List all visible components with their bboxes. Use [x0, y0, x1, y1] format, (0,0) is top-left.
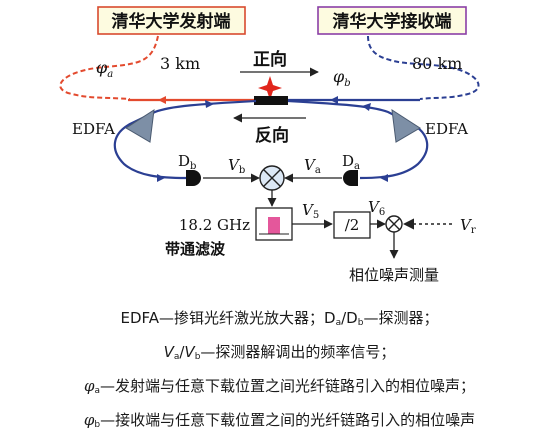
download-point-star-icon [258, 76, 282, 100]
filter-label: 带通滤波 [165, 240, 226, 258]
phi-b-length: 80 km [412, 54, 462, 73]
caption-line-4: φb—接收端与任意下载位置之间的光纤链路引入的相位噪声 [83, 411, 476, 430]
fiber-link-diagram: 清华大学发射端 清华大学接收端 φa 3 km φb 80 km 正向 反向 E… [59, 6, 480, 284]
vb-label: Vb [228, 156, 245, 176]
backward-label: 反向 [255, 125, 289, 146]
phase-mixer-icon [385, 215, 403, 233]
detector-b-icon [186, 170, 201, 186]
sender-label: 清华大学发射端 [112, 11, 231, 32]
forward-label: 正向 [253, 49, 287, 70]
arrow-right-loop-bottom [380, 174, 388, 182]
divider-box [333, 211, 371, 239]
detector-b-label: Db [178, 152, 196, 172]
fiber-spool-b [367, 35, 480, 100]
bandpass-filter [255, 207, 293, 241]
divider-label: /2 [345, 216, 360, 234]
sender-box: 清华大学发射端 [97, 6, 246, 35]
phase-noise-label: 相位噪声测量 [349, 266, 439, 284]
detector-a-icon [343, 170, 358, 186]
vr-label: Vr [460, 216, 476, 236]
fiber-right-loop [287, 99, 429, 180]
filter-frequency: 18.2 GHz [179, 216, 250, 234]
caption-line-3: φa—发射端与任意下载位置之间光纤链路引入的相位噪声； [83, 377, 476, 396]
arrow-right-loop [362, 103, 371, 111]
arrow-left-loop [205, 100, 214, 108]
caption-line-2: Va/Vb—探测器解调出的频率信号； [163, 343, 396, 362]
edfa-left-amplifier [125, 109, 155, 143]
receiver-box: 清华大学接收端 [317, 6, 467, 35]
caption-line-1: EDFA—掺铒光纤激光放大器；Da/Db—探测器； [120, 309, 439, 328]
v5-label: V5 [302, 201, 319, 221]
edfa-right-label: EDFA [425, 120, 468, 138]
arrow-red-left [158, 96, 166, 104]
phi-a-label: φa [96, 58, 113, 80]
fiber-left-loop [113, 99, 257, 180]
edfa-left-label: EDFA [72, 120, 115, 138]
phi-b-label: φb [333, 67, 351, 89]
v6-label: V6 [368, 198, 385, 218]
detector-a-label: Da [342, 152, 360, 172]
mixer-icon [259, 165, 285, 191]
va-label: Va [304, 156, 321, 176]
phi-a-length: 3 km [160, 54, 200, 73]
edfa-right-amplifier [391, 109, 421, 143]
receiver-label: 清华大学接收端 [333, 11, 452, 32]
arrow-left-loop-bottom [157, 174, 165, 182]
fiber-coupler [254, 96, 288, 105]
fiber-spool-a [59, 35, 159, 100]
arrow-blue-left [330, 96, 338, 104]
